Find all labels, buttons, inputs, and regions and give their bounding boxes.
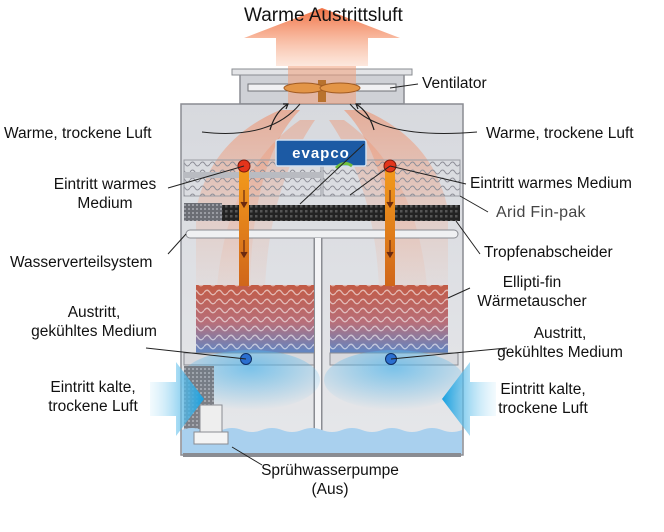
evapco-logo: evapco — [275, 139, 367, 170]
label-drift-eliminator: Tropfenabscheider — [484, 244, 613, 261]
label-outlet-cooled-medium-right: Austritt, gekühltes Medium — [497, 325, 623, 361]
label-spray-water-pump: Sprühwasserpumpe (Aus) — [261, 462, 399, 498]
basin-water — [182, 428, 462, 454]
water-distribution-pipe — [185, 229, 459, 239]
cold-air-inlet-arrow-left — [150, 362, 204, 436]
fan — [283, 80, 361, 102]
logo-text: evapco — [292, 145, 350, 162]
arid-fin-pak-side — [184, 203, 222, 221]
warm-medium-pipe-left — [239, 168, 249, 286]
label-outlet-cooled-medium-left: Austritt, gekühltes Medium — [31, 304, 157, 340]
label-inlet-cold-air-right: Eintritt kalte, trockene Luft — [498, 381, 588, 417]
drift-eliminator — [222, 205, 460, 221]
label-water-distribution-system: Wasserverteilsystem — [10, 254, 153, 271]
cool-air-glow-left — [180, 350, 320, 410]
label-warm-dry-air-left: Warme, trockene Luft — [4, 125, 152, 142]
cold-air-inlet-arrow-right — [442, 362, 496, 436]
label-inlet-warm-medium-right: Eintritt warmes Medium — [470, 175, 632, 192]
warm-air-plume-mid-right — [329, 120, 429, 330]
inlet-header-left — [184, 172, 321, 178]
warm-medium-pipe-right — [385, 168, 395, 286]
label-warm-dry-air-right: Warme, trockene Luft — [486, 125, 634, 142]
spray-pump — [193, 404, 229, 445]
air-direction-arrows — [269, 103, 375, 131]
tower-base — [183, 453, 461, 457]
exhaust-arrow — [244, 8, 400, 66]
label-arid-fin-pak: Arid Fin-pak — [496, 204, 586, 221]
leader-lines — [145, 83, 508, 466]
label-inlet-warm-medium-left: Eintritt warmes Medium — [53, 176, 157, 212]
title-warm-exhaust-air: Warme Austrittsluft — [244, 5, 403, 26]
cool-air-glow-right — [324, 350, 464, 410]
label-ventilator: Ventilator — [422, 75, 487, 92]
label-inlet-cold-air-left: Eintritt kalte, trockene Luft — [48, 379, 138, 415]
label-ellipti-fin-heat-exchanger: Ellipti-fin Wärmetauscher — [477, 274, 587, 310]
